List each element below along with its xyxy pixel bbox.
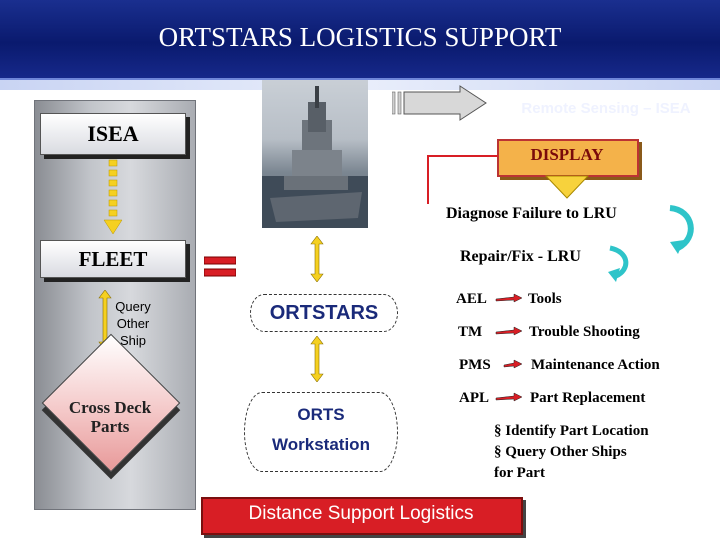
diagnose-label: Diagnose Failure to LRU	[446, 205, 617, 222]
bottom-banner-text: Distance Support Logistics	[248, 503, 474, 524]
bullet-identify-part: § Identify Part Location	[494, 423, 649, 439]
curved-arrow-icon-2	[608, 245, 629, 282]
bullet-query-other-ships: § Query Other Ships	[494, 444, 627, 460]
arrow-icon	[503, 359, 523, 369]
item-key-pms: PMS	[459, 357, 491, 373]
bottom-banner	[201, 497, 523, 535]
remote-sensing-arrow	[392, 85, 487, 121]
item-value-maintenance-action: Maintenance Action	[531, 357, 660, 373]
item-value-part-replacement: Part Replacement	[530, 390, 646, 406]
slide-title: ORTSTARS LOGISTICS SUPPORT	[158, 22, 562, 52]
bullet-for-part: for Part	[494, 465, 545, 481]
arrow-icon	[495, 293, 523, 303]
workstation-label: Workstation	[272, 435, 370, 454]
orts-workstation-box: ORTS Workstation	[244, 392, 398, 472]
query-other-ship-label: Query Other Ship	[110, 298, 156, 349]
equals-icon	[204, 256, 236, 277]
item-key-ael: AEL	[456, 291, 487, 307]
query-line-1: Query	[115, 299, 151, 314]
fleet-box: FLEET	[40, 240, 186, 278]
item-key-apl: APL	[459, 390, 489, 406]
display-connector	[427, 155, 590, 204]
display-box	[497, 139, 639, 177]
query-arrow	[98, 290, 112, 350]
ship-image	[262, 80, 368, 228]
item-arrows	[495, 293, 523, 402]
repair-label: Repair/Fix - LRU	[460, 248, 581, 265]
item-key-tm: TM	[458, 324, 483, 340]
query-line-2: Other	[116, 316, 150, 331]
query-line-3: Ship	[119, 333, 147, 348]
cross-deck-label: Cross Deck Parts	[40, 398, 180, 436]
title-bar	[0, 0, 720, 81]
item-value-trouble-shooting: Trouble Shooting	[529, 324, 640, 340]
bullet-list: § Identify Part Location § Query Other S…	[494, 421, 649, 484]
isea-to-fleet-arrow	[103, 159, 123, 235]
remote-sensing-label: Remote Sensing – ISEA	[521, 100, 691, 117]
ortstars-box: ORTSTARS	[250, 294, 398, 332]
ortstars-orts-arrow	[310, 336, 324, 382]
cross-deck-line-2: Parts	[90, 417, 130, 436]
ship-ortstars-arrow	[310, 236, 324, 282]
cross-deck-line-1: Cross Deck	[68, 398, 152, 417]
item-value-tools: Tools	[528, 291, 562, 307]
isea-box: ISEA	[40, 113, 186, 155]
orts-label: ORTS	[297, 405, 345, 424]
arrow-icon	[495, 326, 523, 336]
arrow-icon	[495, 392, 523, 402]
display-label: DISPLAY	[530, 145, 604, 164]
curved-arrow-icon-1	[669, 205, 694, 254]
